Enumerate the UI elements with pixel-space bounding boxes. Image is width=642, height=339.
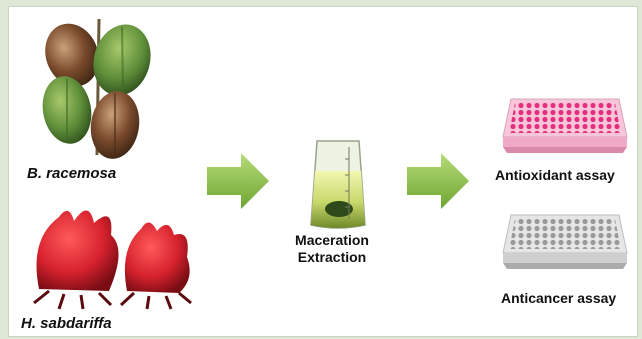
well-plate-icon (501, 211, 629, 273)
h-sabdariffa-label: H. sabdariffa (21, 315, 112, 332)
extraction-label: Extraction (277, 249, 387, 265)
flow-arrow-icon (407, 153, 469, 209)
b-racemosa-label: B. racemosa (27, 165, 116, 182)
extraction-flask-icon (299, 139, 377, 231)
b-racemosa-fruit-icon (27, 15, 157, 165)
flow-arrow-icon (207, 153, 269, 209)
diagram-frame: B. racemosa H. sabdariffa (8, 6, 638, 337)
well-plate-icon (501, 95, 629, 157)
anticancer-label: Anticancer assay (501, 290, 635, 306)
antioxidant-label: Antioxidant assay (495, 167, 635, 183)
h-sabdariffa-flower-icon (19, 199, 204, 311)
maceration-label: Maceration (277, 232, 387, 248)
